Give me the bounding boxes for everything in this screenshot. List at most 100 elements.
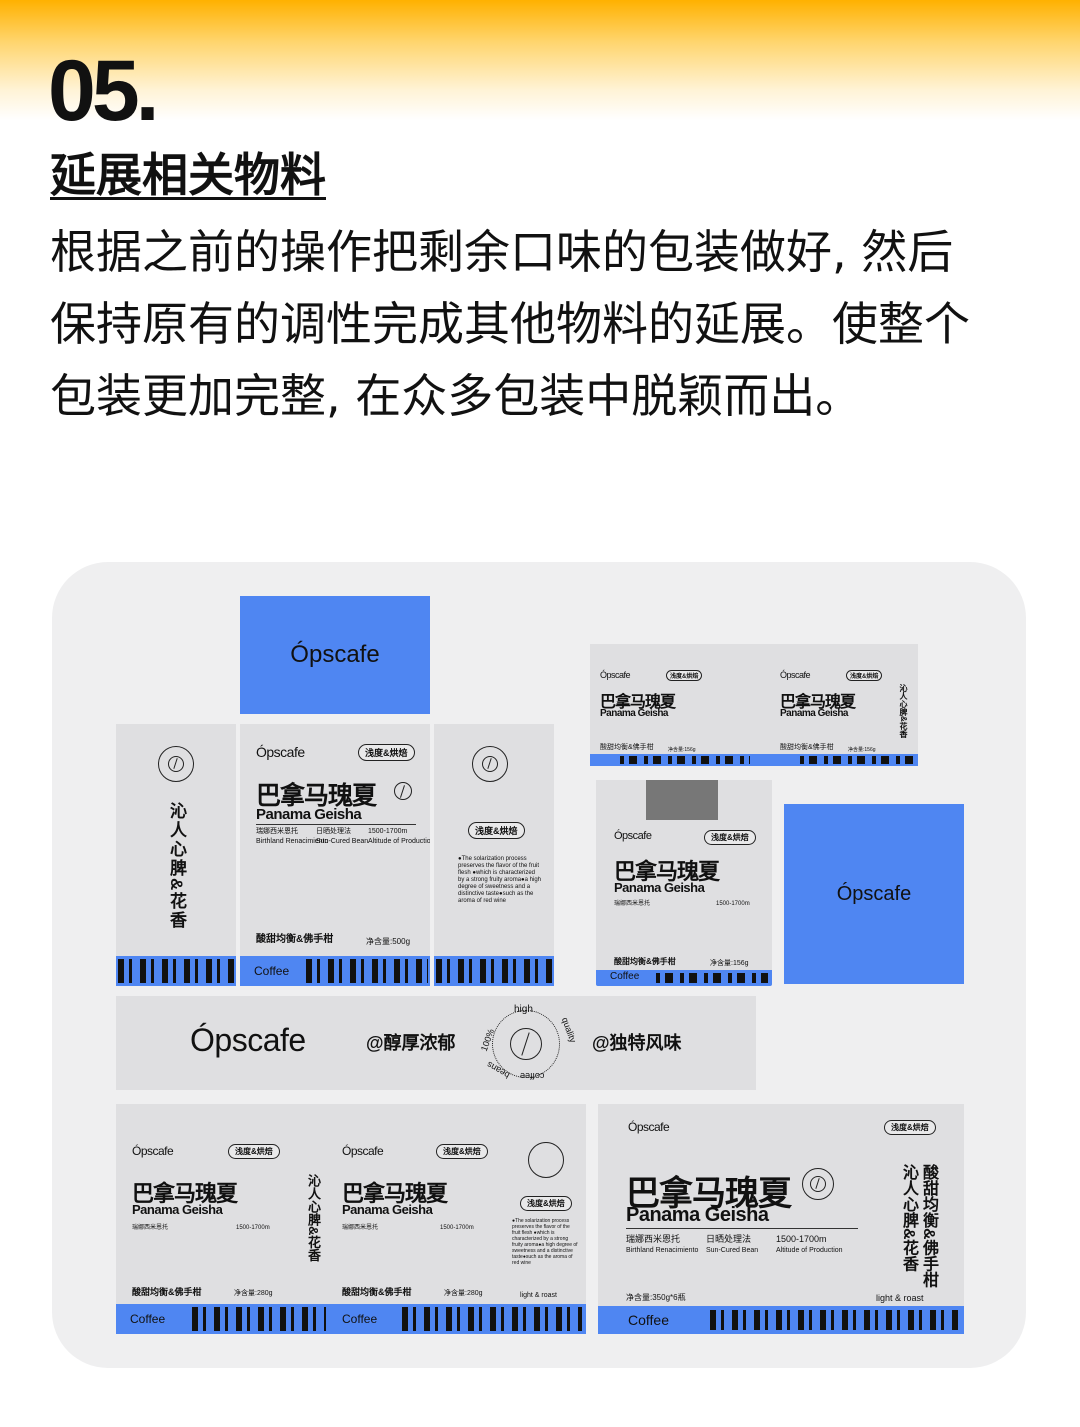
net-weight-text: 净含量:280g	[234, 1290, 273, 1297]
origin-en-text: Birthland Renacimiento	[626, 1247, 699, 1254]
description-text: 根据之前的操作把剩余口味的包装做好, 然后 保持原有的调性完成其他物料的延展。使…	[50, 216, 1050, 432]
label-double: Ópscafe 浅度&烘焙 巴拿马瑰夏 Panama Geisha 瑞娜西米恩托…	[116, 1104, 586, 1334]
process-description: ●The solarization process preserves the …	[512, 1218, 578, 1266]
roast-badge: 浅度&烘焙	[704, 830, 756, 845]
coffee-bean-icon	[168, 756, 184, 772]
product-name-en: Panama Geisha	[614, 880, 705, 895]
origin-text: 瑞娜西米恩托	[132, 1225, 169, 1231]
product-name-cn: 巴拿马瑰夏	[256, 781, 377, 810]
product-name-cn: 巴拿马瑰夏	[614, 860, 720, 885]
brand-logo: Ópscafe	[256, 744, 305, 760]
coffee-bean-icon	[482, 756, 498, 772]
process-description-text: ●The solarization process preserves the …	[458, 856, 541, 904]
box-side-left: 沁人心脾&花香	[116, 724, 236, 986]
roast-badge: 浅度&烘焙	[228, 1144, 280, 1159]
product-name-cn: 巴拿马瑰夏	[342, 1182, 448, 1207]
altitude-text: 1500-1700m	[440, 1225, 474, 1231]
pattern-strip	[434, 956, 554, 986]
product-name-en: Panama Geisha	[132, 1202, 223, 1217]
description-line-3: 包装更加完整, 在众多包装中脱颖而出。	[50, 369, 862, 423]
coffee-bean-icon	[810, 1176, 826, 1192]
pouch-front: Ópscafe 浅度&烘焙 巴拿马瑰夏 Panama Geisha 瑞娜西米恩托…	[596, 780, 772, 986]
tag-unique: @独特风味	[592, 1033, 682, 1053]
origin-text: 瑞娜西米恩托	[614, 901, 651, 907]
light-roast-text: light & roast	[876, 1293, 924, 1303]
origin-text: 瑞娜西米恩托	[342, 1225, 379, 1231]
process-text: 日晒处理法	[316, 828, 351, 835]
process-description: ●The solarization process preserves the …	[458, 856, 542, 905]
seal-icon	[492, 1010, 560, 1078]
seal-icon	[528, 1142, 564, 1178]
coffee-label: Coffee	[130, 1312, 166, 1326]
brand-logo: Ópscafe	[290, 641, 380, 668]
coffee-bean-icon	[394, 782, 412, 800]
origin-en-text: Birthland Renacimiento	[256, 838, 329, 845]
box-lid-blue: Ópscafe	[240, 596, 430, 714]
product-name-en: Panama Geisha	[256, 806, 362, 823]
process-en-text: Sun-Cured Bean	[706, 1247, 759, 1254]
brand-logo: Ópscafe	[132, 1144, 174, 1158]
coffee-label: Coffee	[342, 1312, 378, 1326]
product-name-en: Panama Geisha	[780, 708, 848, 719]
pixel-pattern	[192, 1307, 326, 1331]
coffee-label: Coffee	[254, 964, 290, 978]
flavor-vertical-text: 沁人心脾&花香	[306, 1174, 321, 1262]
product-name-en: Panama Geisha	[626, 1204, 769, 1226]
origin-text: 瑞娜西米恩托	[256, 828, 298, 835]
flavor-text: 酸甜均衡&佛手柑	[600, 744, 654, 751]
flavor-text: 酸甜均衡&佛手柑	[132, 1287, 202, 1297]
brand-logo: Ópscafe	[628, 1120, 670, 1134]
flavor-vertical-text: 酸甜均衡&佛手柑	[920, 1164, 937, 1288]
brand-logo: Ópscafe	[190, 1022, 306, 1058]
process-en-text: Sun-Cured Bean	[316, 838, 369, 845]
seal-text-coffee: coffee	[520, 1071, 545, 1081]
box-blue-right: Ópscafe	[784, 804, 964, 984]
net-weight-text: 净含量:350g*6瓶	[626, 1293, 686, 1302]
product-name-cn: 巴拿马瑰夏	[626, 1174, 792, 1214]
process-description-text: ●The solarization process preserves the …	[512, 1218, 578, 1266]
tag-rich: @醇厚浓郁	[366, 1033, 456, 1053]
pixel-pattern	[800, 756, 916, 764]
label-large: Ópscafe 浅度&烘焙 巴拿马瑰夏 Panama Geisha 瑞娜西米恩托…	[598, 1104, 964, 1334]
pattern-strip: Coffee	[240, 956, 430, 986]
coffee-label: Coffee	[628, 1312, 669, 1328]
banner-strip: Ópscafe @醇厚浓郁 high quality coffee 100% b…	[116, 996, 756, 1090]
pixel-pattern	[402, 1307, 582, 1331]
net-weight-text: 净含量:156g	[848, 747, 876, 753]
flavor-text: 酸甜均衡&佛手柑	[342, 1287, 412, 1297]
origin-text: 瑞娜西米恩托	[626, 1234, 681, 1244]
altitude-text: 1500-1700m	[716, 901, 750, 907]
valve-window	[646, 780, 718, 820]
pixel-pattern	[710, 1310, 960, 1330]
label-wide-top: Ópscafe 浅度&烘焙 巴拿马瑰夏 Panama Geisha 酸甜均衡&佛…	[590, 644, 918, 766]
product-name-en: Panama Geisha	[600, 708, 668, 719]
box-side-right: 浅度&烘焙 ●The solarization process preserve…	[434, 724, 554, 986]
seal-icon	[472, 746, 508, 782]
pattern-strip	[590, 754, 918, 766]
brand-logo: Ópscafe	[600, 670, 631, 680]
altitude-en-text: Altitude of Production	[776, 1247, 843, 1254]
altitude-text: 1500-1700m	[368, 828, 408, 835]
brand-logo: Ópscafe	[614, 830, 652, 842]
altitude-text: 1500-1700m	[236, 1225, 270, 1231]
pattern-strip	[116, 956, 236, 986]
net-weight-text: 净含量:156g	[668, 747, 696, 753]
roast-badge: 浅度&烘焙	[666, 670, 703, 681]
flavor-text: 酸甜均衡&佛手柑	[256, 934, 334, 945]
divider	[626, 1228, 858, 1229]
roast-badge: 浅度&烘焙	[884, 1120, 936, 1135]
altitude-en-text: Altitude of Production	[368, 838, 430, 845]
pixel-pattern	[306, 959, 428, 983]
section-heading: 延展相关物料	[50, 148, 326, 202]
top-gradient-band	[0, 0, 1080, 120]
step-number: 05.	[48, 43, 160, 139]
flavor-vertical-text: 沁人心脾&花香	[167, 802, 186, 931]
product-name-cn: 巴拿马瑰夏	[600, 692, 676, 711]
seal-icon	[158, 746, 194, 782]
coffee-label: Coffee	[610, 971, 640, 982]
pixel-pattern	[620, 756, 750, 764]
pattern-strip: Coffee	[596, 970, 772, 986]
brand-logo: Ópscafe	[780, 670, 811, 680]
altitude-text: 1500-1700m	[776, 1234, 827, 1244]
pattern-strip: Coffee Coffee	[116, 1304, 586, 1334]
